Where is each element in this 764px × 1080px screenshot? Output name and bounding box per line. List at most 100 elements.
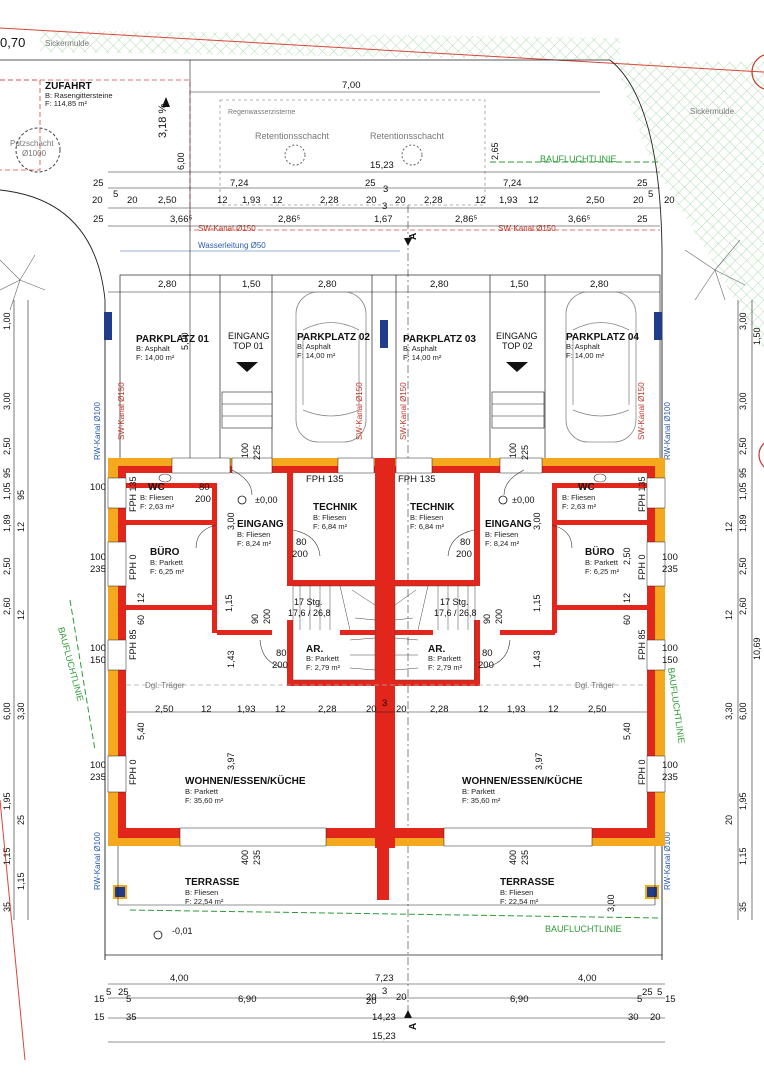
entry-top-02: EINGANG TOP 02: [496, 331, 538, 372]
corner-mark: [751, 54, 764, 90]
section-marker-top: A: [408, 233, 419, 240]
svg-text:2,50: 2,50: [2, 557, 12, 575]
svg-text:FPH 0: FPH 0: [128, 759, 138, 785]
svg-text:2,28: 2,28: [318, 704, 337, 715]
svg-text:7,24: 7,24: [503, 178, 522, 189]
rw-kanal-bottom-right: RW-Kanal Ø100: [663, 831, 672, 890]
svg-text:60: 60: [136, 615, 146, 625]
svg-text:150: 150: [662, 655, 678, 666]
svg-text:200: 200: [494, 609, 504, 624]
svg-text:2,80: 2,80: [430, 279, 449, 290]
road-curve-right: [609, 59, 663, 960]
svg-text:2,60: 2,60: [738, 597, 748, 615]
zufahrt-title: ZUFAHRT: [45, 81, 92, 92]
svg-text:14,23: 14,23: [372, 1012, 396, 1023]
svg-text:12: 12: [275, 704, 286, 715]
svg-text:6,00: 6,00: [2, 702, 12, 720]
svg-text:7,23: 7,23: [375, 973, 394, 984]
retention-2: [401, 144, 423, 166]
svg-text:1,15: 1,15: [16, 872, 26, 890]
svg-text:F: 22,54 m²: F: 22,54 m²: [185, 897, 224, 906]
sickermulde-right-label: Sickermulde: [690, 107, 735, 116]
svg-text:B: Parkett: B: Parkett: [462, 787, 496, 796]
svg-text:F: 6,84 m²: F: 6,84 m²: [313, 522, 348, 531]
svg-text:WOHNEN/ESSEN/KÜCHE: WOHNEN/ESSEN/KÜCHE: [462, 774, 583, 787]
svg-text:12: 12: [548, 704, 559, 715]
svg-text:225: 225: [252, 445, 262, 460]
svg-text:225: 225: [520, 445, 530, 460]
svg-text:7,24: 7,24: [230, 178, 249, 189]
svg-text:B: Parkett: B: Parkett: [185, 787, 219, 796]
svg-text:20: 20: [633, 195, 644, 206]
svg-text:200: 200: [195, 494, 211, 505]
svg-text:3,00: 3,00: [226, 512, 236, 530]
room-wc-right: WC B: Fliesen F: 2,63 m²: [562, 482, 597, 511]
putzschacht-size: Ø1000: [22, 149, 47, 158]
property-line-left: [0, 799, 26, 1061]
svg-text:1,05: 1,05: [738, 482, 748, 500]
room-technik-left: TECHNIK B: Fliesen F: 6,84 m²: [313, 502, 358, 531]
slope-arrow: [162, 97, 170, 107]
sickermulde-top: [40, 30, 620, 60]
dim-15-23-top: 15,23: [370, 160, 394, 171]
parking-area: [119, 274, 661, 461]
level-terrace: -0,01: [172, 926, 193, 936]
svg-text:3,00: 3,00: [738, 312, 748, 330]
svg-text:100: 100: [90, 760, 106, 771]
svg-text:B: Fliesen: B: Fliesen: [237, 530, 270, 539]
svg-text:FPH 0: FPH 0: [128, 554, 138, 580]
svg-text:2,50: 2,50: [588, 704, 607, 715]
svg-text:B: Fliesen: B: Fliesen: [313, 513, 346, 522]
svg-text:F: 2,63 m²: F: 2,63 m²: [562, 502, 597, 511]
svg-text:2,28: 2,28: [430, 704, 449, 715]
level-marker-left: [237, 495, 247, 505]
room-ar-left: AR. B: Parkett F: 2,79 m²: [306, 644, 341, 672]
stairs-left: [292, 585, 376, 681]
tree-right: [684, 239, 746, 301]
dim-6-00: 6,00: [176, 152, 186, 170]
svg-text:12: 12: [272, 195, 283, 206]
svg-text:6,90: 6,90: [238, 994, 257, 1005]
svg-text:B: Parkett: B: Parkett: [585, 558, 619, 567]
side-dims-left: 1,00 3,00 2,50 95 1,05 1,89 2,50 2,60 6,…: [2, 312, 26, 912]
entrance-steps-left: [221, 391, 273, 429]
svg-text:20: 20: [396, 992, 407, 1003]
svg-text:5,40: 5,40: [622, 722, 632, 740]
svg-text:12: 12: [136, 593, 146, 603]
window-openings: [107, 457, 666, 847]
svg-text:80: 80: [460, 537, 471, 548]
svg-text:F: 22,54 m²: F: 22,54 m²: [500, 897, 539, 906]
svg-text:2,50: 2,50: [2, 437, 12, 455]
svg-text:20: 20: [724, 815, 734, 825]
svg-text:EINGANG: EINGANG: [496, 331, 538, 341]
svg-text:25: 25: [93, 214, 104, 225]
svg-text:TERRASSE: TERRASSE: [185, 877, 240, 888]
baufluchtlinie-bottom: [129, 909, 661, 919]
stair-dims-left: 17,6 / 26,8: [288, 608, 331, 618]
svg-text:20: 20: [396, 704, 407, 715]
room-wohnen-left: WOHNEN/ESSEN/KÜCHE B: Parkett F: 35,60 m…: [185, 774, 306, 805]
svg-text:2,86⁵: 2,86⁵: [278, 214, 300, 225]
dim-row-3: 25 3,66⁵ 2,86⁵ 1,67 2,86⁵ 3,66⁵ 25: [93, 214, 648, 225]
svg-text:EINGANG: EINGANG: [228, 331, 270, 341]
svg-text:3,97: 3,97: [226, 752, 236, 770]
svg-text:1,89: 1,89: [738, 514, 748, 532]
svg-text:5: 5: [637, 994, 642, 1005]
dgl-traeger-right: Dgl. Träger: [575, 681, 615, 690]
zufahrt-material: B: Rasengittersteine: [45, 91, 113, 100]
svg-text:5: 5: [648, 189, 653, 200]
svg-text:35: 35: [738, 902, 748, 912]
svg-text:3: 3: [383, 184, 388, 195]
svg-text:200: 200: [292, 549, 308, 560]
svg-text:2,80: 2,80: [158, 279, 177, 290]
svg-text:F: 35,60 m²: F: 35,60 m²: [185, 796, 224, 805]
tree-left: [0, 254, 46, 311]
svg-text:2,50: 2,50: [586, 195, 605, 206]
svg-text:25: 25: [642, 987, 653, 998]
svg-text:1,15: 1,15: [2, 847, 12, 865]
svg-text:3,97: 3,97: [534, 752, 544, 770]
svg-text:12: 12: [622, 593, 632, 603]
zufahrt-area: F: 114,85 m²: [45, 99, 87, 108]
svg-text:B: Parkett: B: Parkett: [150, 558, 184, 567]
